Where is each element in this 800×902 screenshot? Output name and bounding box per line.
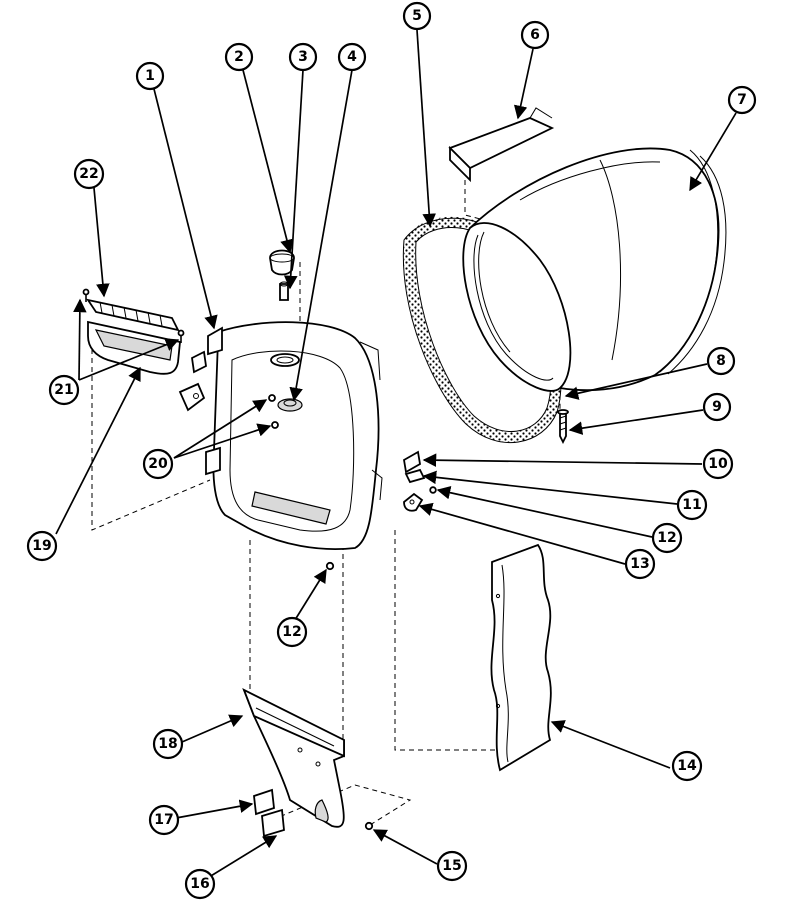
callout-13: 13 (624, 548, 656, 580)
callout-label: 21 (54, 382, 73, 398)
callout-15: 15 (436, 850, 468, 882)
callout-14: 14 (671, 750, 703, 782)
callout-8: 8 (706, 346, 736, 376)
callout-label: 22 (79, 166, 98, 182)
callout-label: 20 (148, 456, 168, 472)
callout-label: 10 (708, 456, 728, 472)
callout-1: 1 (135, 61, 165, 91)
lint-filter-assembly (82, 288, 185, 375)
callout-label: 9 (712, 399, 722, 415)
leader-lines (55, 29, 737, 883)
callout-19: 19 (26, 530, 58, 562)
callout-9: 9 (702, 392, 732, 422)
drum-screw (557, 409, 569, 445)
callout-18: 18 (152, 728, 184, 760)
callout-label: 8 (716, 353, 726, 369)
callout-label: 16 (190, 876, 209, 892)
lint-duct (242, 688, 345, 828)
sensor-and-screws (268, 394, 303, 429)
callout-17: 17 (148, 804, 180, 836)
callout-4: 4 (337, 42, 367, 72)
callout-label: 7 (737, 92, 747, 108)
drum-baffle (448, 107, 555, 183)
front-panel-screw (325, 561, 335, 571)
callout-2: 2 (224, 42, 254, 72)
front-bulkhead (205, 321, 383, 550)
callout-20: 20 (142, 448, 174, 480)
callout-10: 10 (702, 448, 734, 480)
callout-label: 17 (154, 812, 173, 828)
foam-pads (253, 788, 285, 838)
callout-12b: 12 (276, 616, 308, 648)
callout-16: 16 (184, 868, 216, 900)
callout-label: 15 (442, 858, 461, 874)
hinge-bracket (178, 350, 207, 412)
callout-label: 1 (145, 68, 155, 84)
callout-11: 11 (676, 489, 708, 521)
callout-label: 14 (677, 758, 697, 774)
callout-6: 6 (520, 20, 550, 50)
callout-label: 18 (158, 736, 177, 752)
callout-label: 2 (234, 49, 244, 65)
side-panel (490, 543, 552, 772)
callout-12a: 12 (651, 522, 683, 554)
callout-label: 4 (347, 49, 357, 65)
callout-label: 13 (630, 556, 649, 572)
callout-label: 12 (282, 624, 301, 640)
callout-label: 3 (298, 49, 308, 65)
callout-label: 5 (412, 8, 422, 24)
callout-21: 21 (48, 374, 80, 406)
callout-label: 6 (530, 27, 540, 43)
thermostat-parts (269, 249, 295, 301)
callout-label: 11 (682, 497, 701, 513)
callout-5: 5 (402, 1, 432, 31)
callout-7: 7 (727, 85, 757, 115)
callout-label: 19 (32, 538, 51, 554)
callout-22: 22 (73, 158, 105, 190)
dryer-drum (462, 147, 727, 392)
callout-label: 12 (657, 530, 676, 546)
callout-3: 3 (288, 42, 318, 72)
small-hardware (403, 450, 437, 512)
duct-screw (364, 821, 374, 831)
